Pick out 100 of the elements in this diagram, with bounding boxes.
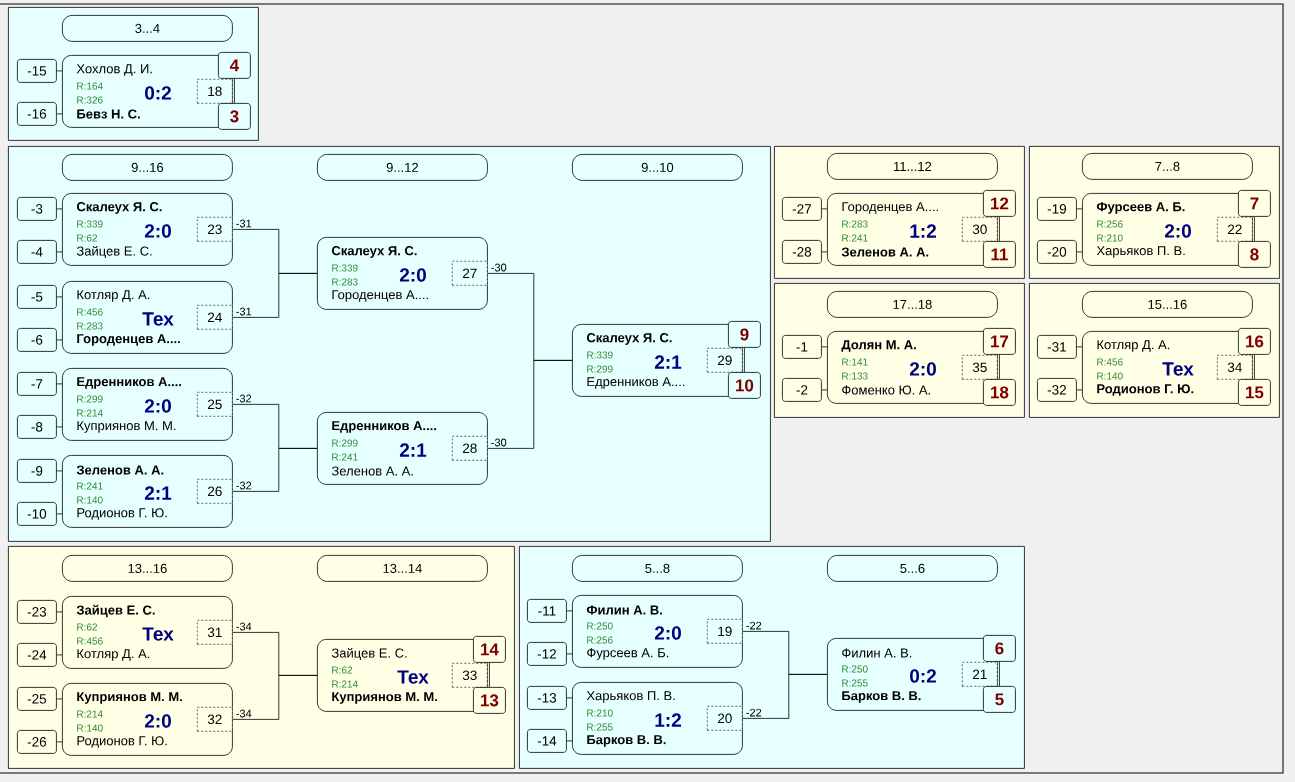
seed-box: -25 xyxy=(17,687,57,711)
rating: R:241 xyxy=(842,234,868,242)
match-number-box: 31 xyxy=(197,620,233,645)
rating: R:339 xyxy=(332,264,358,272)
edge-label: -30 xyxy=(491,263,507,272)
match-box xyxy=(62,455,233,528)
round-heading: 17...18 xyxy=(827,291,998,318)
rating: R:255 xyxy=(842,679,868,687)
match-number-box: 18 xyxy=(197,79,233,104)
edge-label: -31 xyxy=(236,219,252,228)
player-name: Скалеух Я. С. xyxy=(586,333,672,345)
place-box: 15 xyxy=(1238,379,1271,406)
score: Тех xyxy=(1162,362,1194,376)
edge-label: -22 xyxy=(746,621,762,630)
match-number-box: 35 xyxy=(962,355,998,380)
rating: R:456 xyxy=(1097,358,1123,366)
rating: R:214 xyxy=(77,409,103,417)
edge-label: -22 xyxy=(746,708,762,717)
place-box: 7 xyxy=(1238,190,1271,217)
seed-box: -19 xyxy=(1037,197,1077,221)
player-name: Фурсеев А. Б. xyxy=(1096,202,1185,214)
match-number-box: 26 xyxy=(197,479,233,504)
seed-box: -12 xyxy=(527,642,567,666)
seed-box: -7 xyxy=(17,372,57,396)
match-number-box: 21 xyxy=(962,662,998,687)
player-name: Родионов Г. Ю. xyxy=(1097,384,1194,396)
score: 1:2 xyxy=(655,713,681,727)
match-box xyxy=(317,412,488,485)
seed-box: -27 xyxy=(782,197,822,221)
match-number-box: 22 xyxy=(1217,217,1253,242)
score: 2:1 xyxy=(144,486,172,500)
connector-line xyxy=(56,741,63,743)
score: Тех xyxy=(397,670,429,684)
match-number-box: 23 xyxy=(197,217,233,242)
match-box xyxy=(317,237,488,310)
match-box xyxy=(62,193,233,266)
place-box: 12 xyxy=(983,190,1016,217)
score: 2:0 xyxy=(144,224,171,238)
rating: R:241 xyxy=(77,482,103,490)
rating: R:62 xyxy=(77,234,98,242)
rating: R:214 xyxy=(332,680,358,688)
connector-line xyxy=(1076,208,1083,210)
seed-box: -14 xyxy=(527,729,567,753)
score: 2:0 xyxy=(654,626,681,640)
place-box: 9 xyxy=(728,321,761,348)
place-box: 17 xyxy=(983,328,1016,355)
match-number-box: 20 xyxy=(707,706,743,731)
connector-line xyxy=(999,661,1000,687)
player-name: Куприянов М. М. xyxy=(332,692,437,704)
place-box: 8 xyxy=(1238,241,1271,268)
connector-line xyxy=(56,383,63,385)
round-heading: 3...4 xyxy=(62,15,233,42)
connector-line xyxy=(56,208,63,210)
rating: R:210 xyxy=(587,709,613,717)
connector-line xyxy=(1254,216,1255,242)
edge-label: -34 xyxy=(236,709,252,718)
rating: R:241 xyxy=(332,453,358,461)
player-name: Барков В. В. xyxy=(587,735,666,747)
score: 1:2 xyxy=(910,224,936,238)
player-name: Долян М. А. xyxy=(841,340,916,352)
rating: R:141 xyxy=(842,358,868,366)
connector-line xyxy=(566,610,573,612)
rating: R:62 xyxy=(77,623,98,631)
connector-line xyxy=(56,513,63,515)
connector-line xyxy=(56,698,63,700)
edge-label: -32 xyxy=(236,481,252,490)
rating: R:250 xyxy=(587,622,613,630)
score: 2:0 xyxy=(399,268,426,282)
seed-box: -13 xyxy=(527,686,567,710)
connector-line xyxy=(56,251,63,253)
connector-line xyxy=(821,346,828,348)
match-number-box: 24 xyxy=(197,305,233,330)
player-name: Зайцев Е. С. xyxy=(76,245,152,259)
round-heading: 7...8 xyxy=(1082,153,1253,180)
player-name: Барков В. В. xyxy=(842,691,921,703)
rating: R:299 xyxy=(77,395,103,403)
seed-box: -10 xyxy=(17,502,57,526)
player-name: Родионов Г. Ю. xyxy=(77,736,167,748)
score: 2:1 xyxy=(399,443,427,457)
rating: R:283 xyxy=(77,322,103,330)
connector-line xyxy=(232,675,318,720)
score: 2:0 xyxy=(1164,224,1191,238)
connector-line xyxy=(821,389,828,391)
player-name: Харьяков П. В. xyxy=(1096,246,1185,258)
seed-box: -9 xyxy=(17,459,57,483)
connector-line xyxy=(232,448,318,492)
rating: R:283 xyxy=(842,220,868,228)
connector-line xyxy=(1254,354,1255,380)
connector-line xyxy=(56,611,63,613)
match-number-box: 29 xyxy=(707,348,743,373)
match-box xyxy=(62,368,233,441)
rating: R:250 xyxy=(842,665,868,673)
player-name: Хохлов Д. И. xyxy=(76,64,152,76)
seed-box: -11 xyxy=(527,599,567,623)
match-box xyxy=(62,596,233,669)
connector-line xyxy=(566,653,573,655)
player-name: Зайцев Е. С. xyxy=(76,604,155,618)
seed-box: -15 xyxy=(17,59,57,83)
seed-box: -16 xyxy=(17,102,57,126)
round-heading: 9...10 xyxy=(572,154,743,181)
